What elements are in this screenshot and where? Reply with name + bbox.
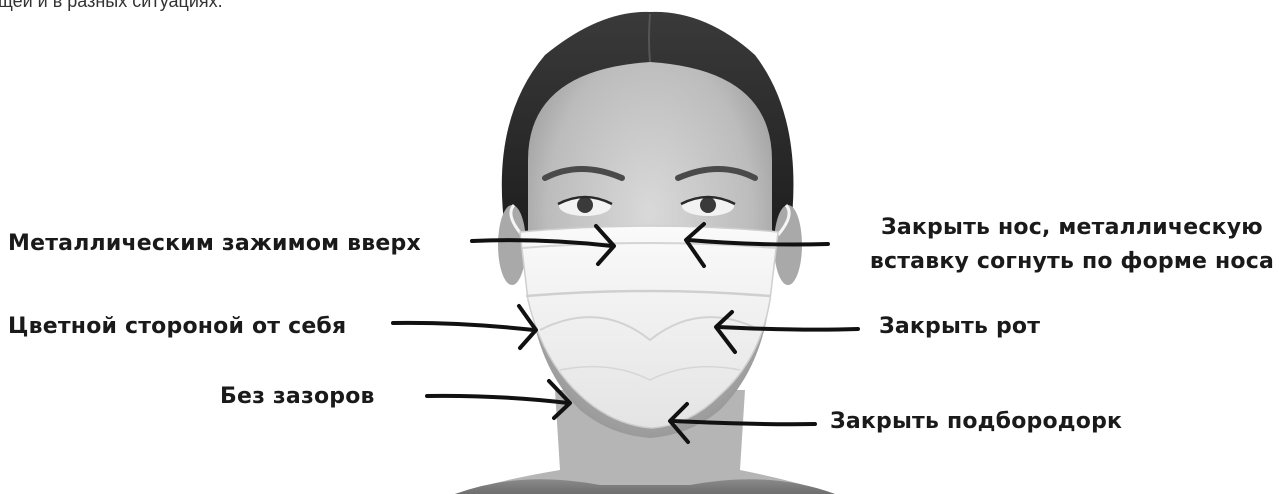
arrow-colored-side	[393, 306, 536, 348]
label-cover-nose: Закрыть нос, металлическую вставку согну…	[870, 211, 1274, 279]
label-colored-side-out: Цветной стороной от себя	[8, 314, 346, 339]
arrow-no-gaps	[427, 381, 570, 418]
label-metal-clip-up: Металлическим зажимом вверх	[8, 231, 421, 256]
label-cover-mouth: Закрыть рот	[879, 314, 1040, 339]
label-cover-chin: Закрыть подбородорк	[830, 409, 1122, 434]
hair-part	[649, 14, 650, 62]
label-no-gaps: Без зазоров	[220, 384, 375, 409]
